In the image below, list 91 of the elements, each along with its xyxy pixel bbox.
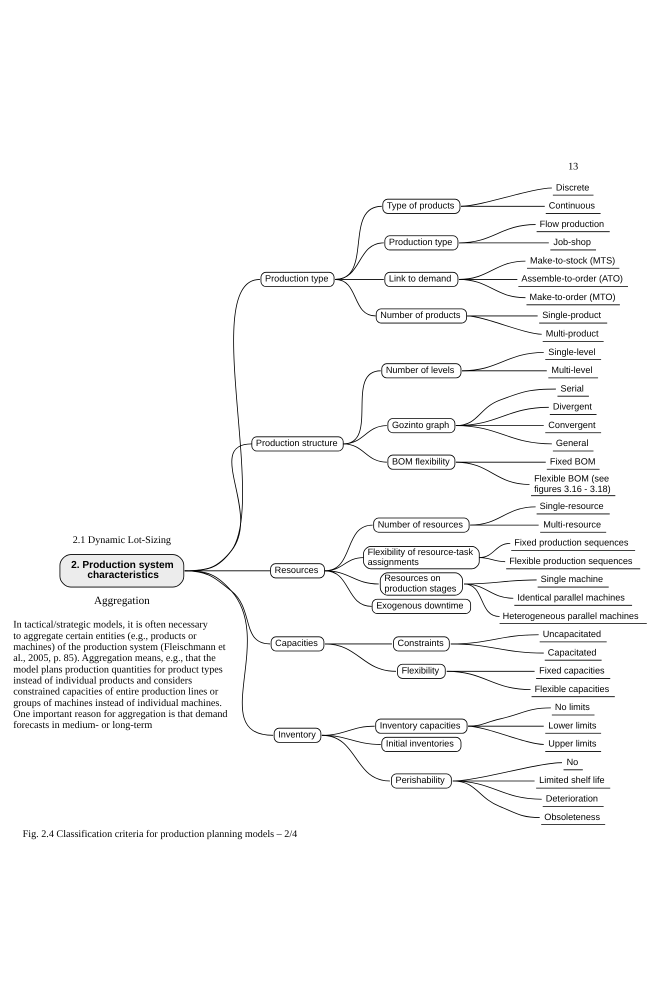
connector (458, 242, 550, 243)
connector (478, 556, 506, 562)
node-text: Make-to-stock (MTS) (530, 254, 616, 265)
connector (460, 205, 546, 206)
node-text: Multi-product (546, 328, 599, 338)
node-box: Link to demand (384, 271, 458, 286)
node-box: Perishability (391, 772, 452, 788)
node-text: Flow production (540, 218, 604, 228)
node-text: Single-resource (540, 500, 604, 511)
node-box: Flexibility of resource-task assignments (363, 546, 480, 569)
node-box: BOM flexibility (387, 454, 456, 470)
node-text: Heterogeneous parallel machines (502, 610, 639, 620)
node-text: Single-product (542, 310, 602, 320)
label: In tactical/strategic models, it is often necessary to aggregate certain entities (e.g., products or machines) of the production system (Fleischmann et al., 2005, p. 85). Aggregation means, e.g., that the model plans production quantities for product types instead of individual products and considers constrained capacities of entire production lines or groups of machines instead of individual machines. One important reason for aggregation is that demand forecasts in medium- or long-term (13, 619, 228, 731)
connector (468, 706, 552, 726)
connector (466, 315, 542, 334)
node-text: Serial (560, 382, 584, 393)
connector (464, 583, 500, 616)
node-box: Capacities (270, 636, 324, 651)
connector (324, 643, 396, 672)
connector (478, 542, 511, 558)
connector (470, 524, 540, 526)
node-box: Number of levels (381, 362, 462, 378)
connector (462, 370, 548, 371)
node-text: Job-shop (553, 236, 591, 247)
connector (464, 583, 514, 598)
node-text: Uncapacitated (542, 628, 602, 639)
connector (184, 570, 270, 644)
node-text: Capacitated (548, 646, 596, 657)
node-text: Fixed capacities (539, 665, 605, 676)
node-text: Fixed production sequences (514, 537, 628, 548)
node-box: 2. Production system characteristics (60, 554, 184, 587)
connector (324, 524, 374, 571)
node-text: Multi-level (551, 364, 592, 375)
node-text: No limits (554, 702, 590, 712)
node-text: Make-to-order (MTO) (530, 291, 616, 302)
node-box: Number of products (376, 308, 467, 323)
node-text: Identical parallel machines (517, 592, 625, 602)
node-text: Obsoleteness (544, 811, 600, 822)
connector (456, 388, 556, 426)
connector (334, 278, 376, 316)
node-text: Assemble-to-order (ATO) (521, 273, 623, 284)
node-box: Number of resources (373, 517, 470, 532)
connector (446, 670, 531, 690)
node-box: Inventory capacities (375, 718, 468, 734)
node-box: Constraints (393, 636, 450, 651)
connector (342, 443, 388, 462)
node-text: Multi-resource (543, 518, 602, 529)
connector (468, 725, 544, 744)
node-text: Single machine (540, 574, 604, 584)
node-text: Continuous (548, 200, 595, 210)
node-text: Flexible capacities (534, 683, 610, 694)
connector (324, 570, 372, 606)
node-box: Production type (260, 271, 334, 286)
connector (321, 734, 390, 781)
node-box: Inventory (274, 727, 322, 742)
node-text: Upper limits (548, 738, 596, 748)
connector (184, 570, 274, 736)
node-box: Exogenous downtime (372, 598, 472, 614)
connector (460, 187, 552, 206)
connector (456, 424, 552, 444)
node-box: Resources (270, 562, 325, 578)
connector (456, 424, 544, 426)
node-text: Divergent (552, 401, 592, 412)
node-text: Limited shelf life (539, 774, 605, 785)
connector (458, 278, 526, 298)
node-text: Convergent (548, 419, 596, 430)
node-text: Lower limits (548, 720, 596, 730)
node-text: Flexible BOM (see figures 3.16 - 3.18) (534, 473, 611, 494)
node-text: Single-level (548, 346, 596, 356)
node-box: Flexibility (397, 663, 446, 678)
label: Aggregation (94, 594, 150, 607)
node-box: Production type (384, 234, 458, 250)
node-box: Gozinto graph (387, 418, 456, 433)
caption: Fig. 2.4 Classification criteria for production planning models – 2/4 (22, 828, 298, 840)
node-box: Resources on production stages (380, 572, 463, 596)
connector (456, 461, 530, 484)
node-box: Initial inventories (381, 736, 462, 752)
label: 2.1 Dynamic Lot-Sizing (72, 534, 172, 546)
connector (456, 406, 550, 426)
connector (450, 643, 544, 653)
node-text: Discrete (556, 182, 590, 192)
node-text: Flexible production sequences (509, 555, 632, 566)
connector (452, 780, 540, 818)
node-box: Type of products (382, 198, 460, 214)
node-box: Production structure (251, 436, 344, 451)
node-text: Deterioration (546, 792, 598, 803)
node-text: General (556, 438, 588, 448)
node-text: No (566, 756, 578, 766)
label: 13 (568, 160, 578, 172)
node-text: Fixed BOM (550, 456, 596, 466)
